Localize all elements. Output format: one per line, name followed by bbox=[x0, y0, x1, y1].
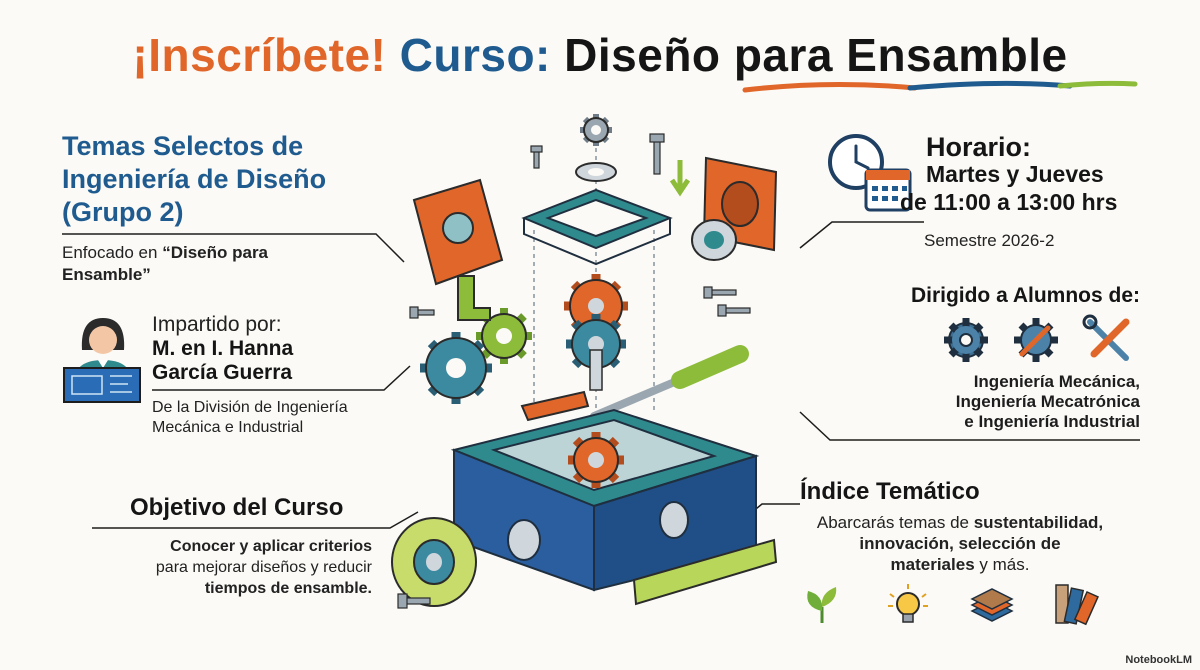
title-part1: ¡Inscríbete! bbox=[132, 29, 387, 81]
title-part3: Diseño para Ensamble bbox=[564, 29, 1068, 81]
objective-text: Conocer y aplicar criterios para mejorar… bbox=[80, 536, 372, 599]
course-name-line2: Ingeniería de Diseño bbox=[62, 164, 327, 194]
focus-prefix: Enfocado en bbox=[62, 243, 163, 262]
swatches-icon bbox=[1055, 584, 1099, 626]
gear-icon bbox=[944, 318, 988, 362]
objective-line2: para mejorar diseños y reducir bbox=[155, 559, 372, 576]
clock-calendar-icon bbox=[828, 134, 912, 212]
layers-icon bbox=[970, 588, 1014, 622]
instructor-division: De la División de Ingeniería Mecánica e … bbox=[152, 398, 348, 438]
instructor-name: M. en I. Hanna García Guerra bbox=[152, 337, 293, 385]
title-part2: Curso: bbox=[399, 29, 551, 81]
course-focus: Enfocado en “Diseño para Ensamble” bbox=[62, 242, 352, 286]
index-icons bbox=[807, 584, 1099, 626]
notebooklm-watermark: NotebookLM bbox=[1125, 654, 1192, 666]
index-l2-bold: innovación, selección de bbox=[859, 534, 1061, 553]
index-l1-bold: sustentabilidad, bbox=[973, 513, 1104, 532]
objective-heading: Objetivo del Curso bbox=[130, 494, 344, 521]
title-underline-strokes bbox=[742, 80, 1138, 93]
audience-line3: e Ingeniería Industrial bbox=[964, 412, 1140, 431]
focus-bold: “Diseño para Ensamble” bbox=[62, 243, 269, 284]
division-line2: Mecánica e Industrial bbox=[152, 419, 304, 436]
schedule-times: Martes y Jueves de 11:00 a 13:00 hrs bbox=[900, 160, 1140, 216]
wrench-screwdriver-icon bbox=[1082, 314, 1130, 361]
course-name-line1: Temas Selectos de bbox=[62, 131, 304, 161]
instructor-avatar-icon bbox=[63, 318, 141, 403]
audience-icons bbox=[944, 314, 1130, 362]
index-l3-bold: materiales bbox=[890, 555, 975, 574]
division-line1: De la División de Ingeniería bbox=[152, 399, 348, 416]
audience-heading: Dirigido a Alumnos de: bbox=[910, 284, 1140, 307]
semester: Semestre 2026-2 bbox=[924, 231, 1055, 250]
instructor-name-line2: García Guerra bbox=[152, 361, 293, 384]
objective-line3: tiempos de ensamble. bbox=[204, 580, 372, 597]
index-l1-prefix: Abarcarás temas de bbox=[816, 513, 974, 532]
index-text: Abarcarás temas de sustentabilidad, inno… bbox=[770, 512, 1150, 575]
leaf-icon bbox=[807, 587, 837, 623]
course-name-line3: (Grupo 2) bbox=[62, 197, 184, 227]
exploded-assembly-illustration bbox=[391, 114, 778, 609]
watermark-text: NotebookLM bbox=[1125, 654, 1192, 666]
course-name: Temas Selectos de Ingeniería de Diseño (… bbox=[62, 130, 402, 229]
instructor-label: Impartido por: bbox=[152, 313, 282, 336]
instructor-name-line1: M. en I. Hanna bbox=[152, 337, 294, 360]
audience-line2: Ingeniería Mecatrónica bbox=[955, 392, 1140, 411]
index-heading: Índice Temático bbox=[800, 478, 980, 505]
schedule-line2: de 11:00 a 13:00 hrs bbox=[900, 189, 1118, 215]
gear-wrench-icon bbox=[1014, 318, 1058, 362]
page-title: ¡Inscríbete! Curso: Diseño para Ensamble bbox=[0, 28, 1200, 82]
objective-line1: Conocer y aplicar criterios bbox=[170, 538, 372, 555]
small-gear-icon bbox=[580, 114, 612, 146]
schedule-line1: Martes y Jueves bbox=[926, 161, 1104, 187]
index-l3-suffix: y más. bbox=[974, 555, 1030, 574]
calendar-icon bbox=[864, 168, 912, 212]
audience-list: Ingeniería Mecánica, Ingeniería Mecatrón… bbox=[860, 372, 1140, 432]
lightbulb-icon bbox=[888, 584, 928, 623]
schedule-heading: Horario: bbox=[926, 132, 1032, 162]
audience-line1: Ingeniería Mecánica, bbox=[973, 372, 1140, 391]
